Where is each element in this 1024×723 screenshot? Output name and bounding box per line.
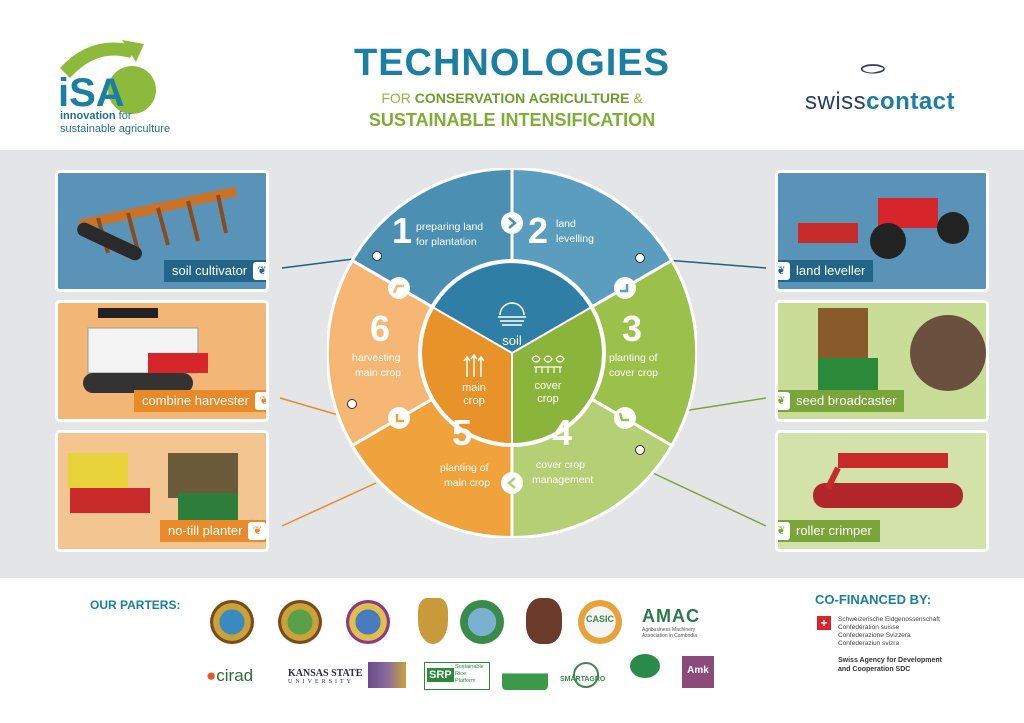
cover-crop-icon [531, 355, 565, 373]
step-3-number: 3 [622, 308, 642, 349]
leaf-icon: ❦ [253, 262, 266, 280]
partner-cirad-logo: ●cirad [206, 666, 254, 685]
center-label-main-crop-1: main [462, 382, 486, 394]
card-combine-harvester-label: combine harvester❦ [134, 390, 266, 412]
partner-kansas-state-logo: KANSAS STATE UNIVERSITY [288, 668, 363, 685]
leaf-icon: ❦ [778, 522, 790, 540]
center-cover-crop-segment [512, 308, 602, 443]
leaf-icon: ❦ [248, 522, 266, 540]
step-2-label-2: levelling [556, 233, 594, 245]
card-seed-broadcaster: ❦seed broadcaster [778, 303, 986, 419]
arrow-left-icon [501, 472, 523, 494]
card-no-till-planter-label: no-till planter❦ [160, 520, 266, 542]
arrow-up-right-icon [388, 277, 410, 299]
arrow-down-left-icon [614, 407, 636, 429]
partner-amk-logo: Amk [682, 656, 714, 688]
step-5-number: 5 [452, 412, 472, 453]
step-6-label-2: main crop [355, 367, 401, 379]
partner-smartagro-logo: SMARTAGRO [560, 660, 612, 690]
card-soil-cultivator: soil cultivator❦ [58, 173, 266, 289]
partner-amac-logo: AMAC Agribusiness Machinery Association … [642, 606, 700, 639]
partner-srp-logo: SRP Sustainable Rice Platform [424, 662, 490, 690]
card-no-till-planter: no-till planter❦ [58, 433, 266, 549]
arrow-right-icon [501, 212, 523, 234]
step-3-label-2: cover crop [609, 367, 658, 379]
step-6-number: 6 [370, 308, 390, 349]
page-title: TECHNOLOGIES [353, 42, 671, 84]
sdc-line-1: Swiss Agency for Development [838, 657, 942, 664]
step-1-label-1: preparing land [416, 221, 483, 233]
swisscontact-logo: swisscontact [805, 88, 956, 115]
combine-harvester-illustration [83, 308, 208, 393]
leaf-icon: ❦ [254, 392, 266, 410]
card-land-leveller-label: ❦land leveller [778, 260, 874, 282]
step-5-label-1: planting of [440, 462, 489, 474]
isa-tagline-2: sustainable agriculture [60, 123, 171, 135]
partner-seal-2 [278, 600, 322, 644]
leaf-icon: ❦ [778, 392, 790, 410]
soil-cultivator-illustration [77, 186, 238, 261]
page-subtitle: FOR CONSERVATION AGRICULTURE & [381, 90, 643, 106]
card-seed-broadcaster-label: ❦seed broadcaster [778, 390, 905, 412]
center-soil-segment [434, 263, 590, 353]
arrow-up-left-icon [388, 407, 410, 429]
step-5-label-2: main crop [444, 477, 490, 489]
technology-wheel: soil main crop cover crop 1 preparing la… [327, 168, 697, 538]
partner-green-logo [630, 654, 660, 678]
land-leveller-illustration [798, 198, 969, 259]
no-till-planter-illustration [68, 453, 238, 523]
step-1-label-2: for plantation [416, 236, 477, 248]
isa-logo: iSA [58, 40, 156, 115]
card-roller-crimper: ❦roller crimper [778, 433, 986, 549]
swiss-confed-line-3: Confederazione Svizzera [838, 632, 911, 639]
partner-collab-logo [368, 662, 406, 688]
step-6-label-1: harvesting [352, 352, 401, 364]
step-4-label-1: cover crop [536, 459, 585, 471]
swiss-confed-line-2: Confédération suisse [838, 624, 900, 631]
sdc-line-2: and Cooperation SDC [838, 666, 911, 673]
partner-casic-logo: CASIC [578, 600, 622, 644]
step-3-label-1: planting of [609, 352, 658, 364]
center-label-soil: soil [502, 333, 522, 348]
card-roller-crimper-label: ❦roller crimper [778, 520, 880, 542]
leaf-icon: ❦ [778, 262, 790, 280]
soil-icon [498, 302, 526, 326]
roller-crimper-illustration [813, 453, 963, 508]
partner-seal-3 [346, 600, 390, 644]
arrow-down-right-icon [614, 277, 636, 299]
swisscontact-swirl-icon [860, 64, 885, 74]
center-label-main-crop-2: crop [463, 395, 484, 407]
partner-khmer-logo [502, 662, 548, 690]
step-4-label-2: management [532, 474, 593, 486]
main-crop-icon [463, 353, 485, 377]
partner-seal-1 [210, 600, 254, 644]
swiss-flag-icon: + [817, 616, 831, 630]
step-1-number: 1 [392, 210, 412, 251]
card-land-leveller: ❦land leveller [778, 173, 986, 289]
partner-seal-6 [526, 598, 562, 644]
partner-seal-5 [460, 600, 504, 644]
step-4-number: 4 [552, 412, 572, 453]
swiss-confed-line-1: Schweizerische Eidgenossenschaft [838, 616, 940, 623]
center-label-cover-crop-2: crop [537, 393, 558, 405]
page-subtitle-2: SUSTAINABLE INTENSIFICATION [368, 110, 656, 130]
step-2-label-1: land [556, 218, 576, 230]
isa-tagline: innovation for [60, 110, 132, 122]
partners-title: OUR PARTERS: [90, 598, 181, 612]
isa-letters: iSA [58, 71, 125, 115]
card-combine-harvester: combine harvester❦ [58, 303, 266, 419]
center-label-cover-crop-1: cover [535, 380, 562, 392]
arrow-icons [388, 212, 636, 494]
card-soil-cultivator-label: soil cultivator❦ [164, 260, 266, 282]
cofinanced-title: CO-FINANCED BY: [815, 592, 932, 607]
partner-seal-4 [418, 598, 448, 644]
step-2-number: 2 [528, 210, 548, 251]
swiss-confed-line-4: Confederaziun svizra [838, 640, 900, 647]
